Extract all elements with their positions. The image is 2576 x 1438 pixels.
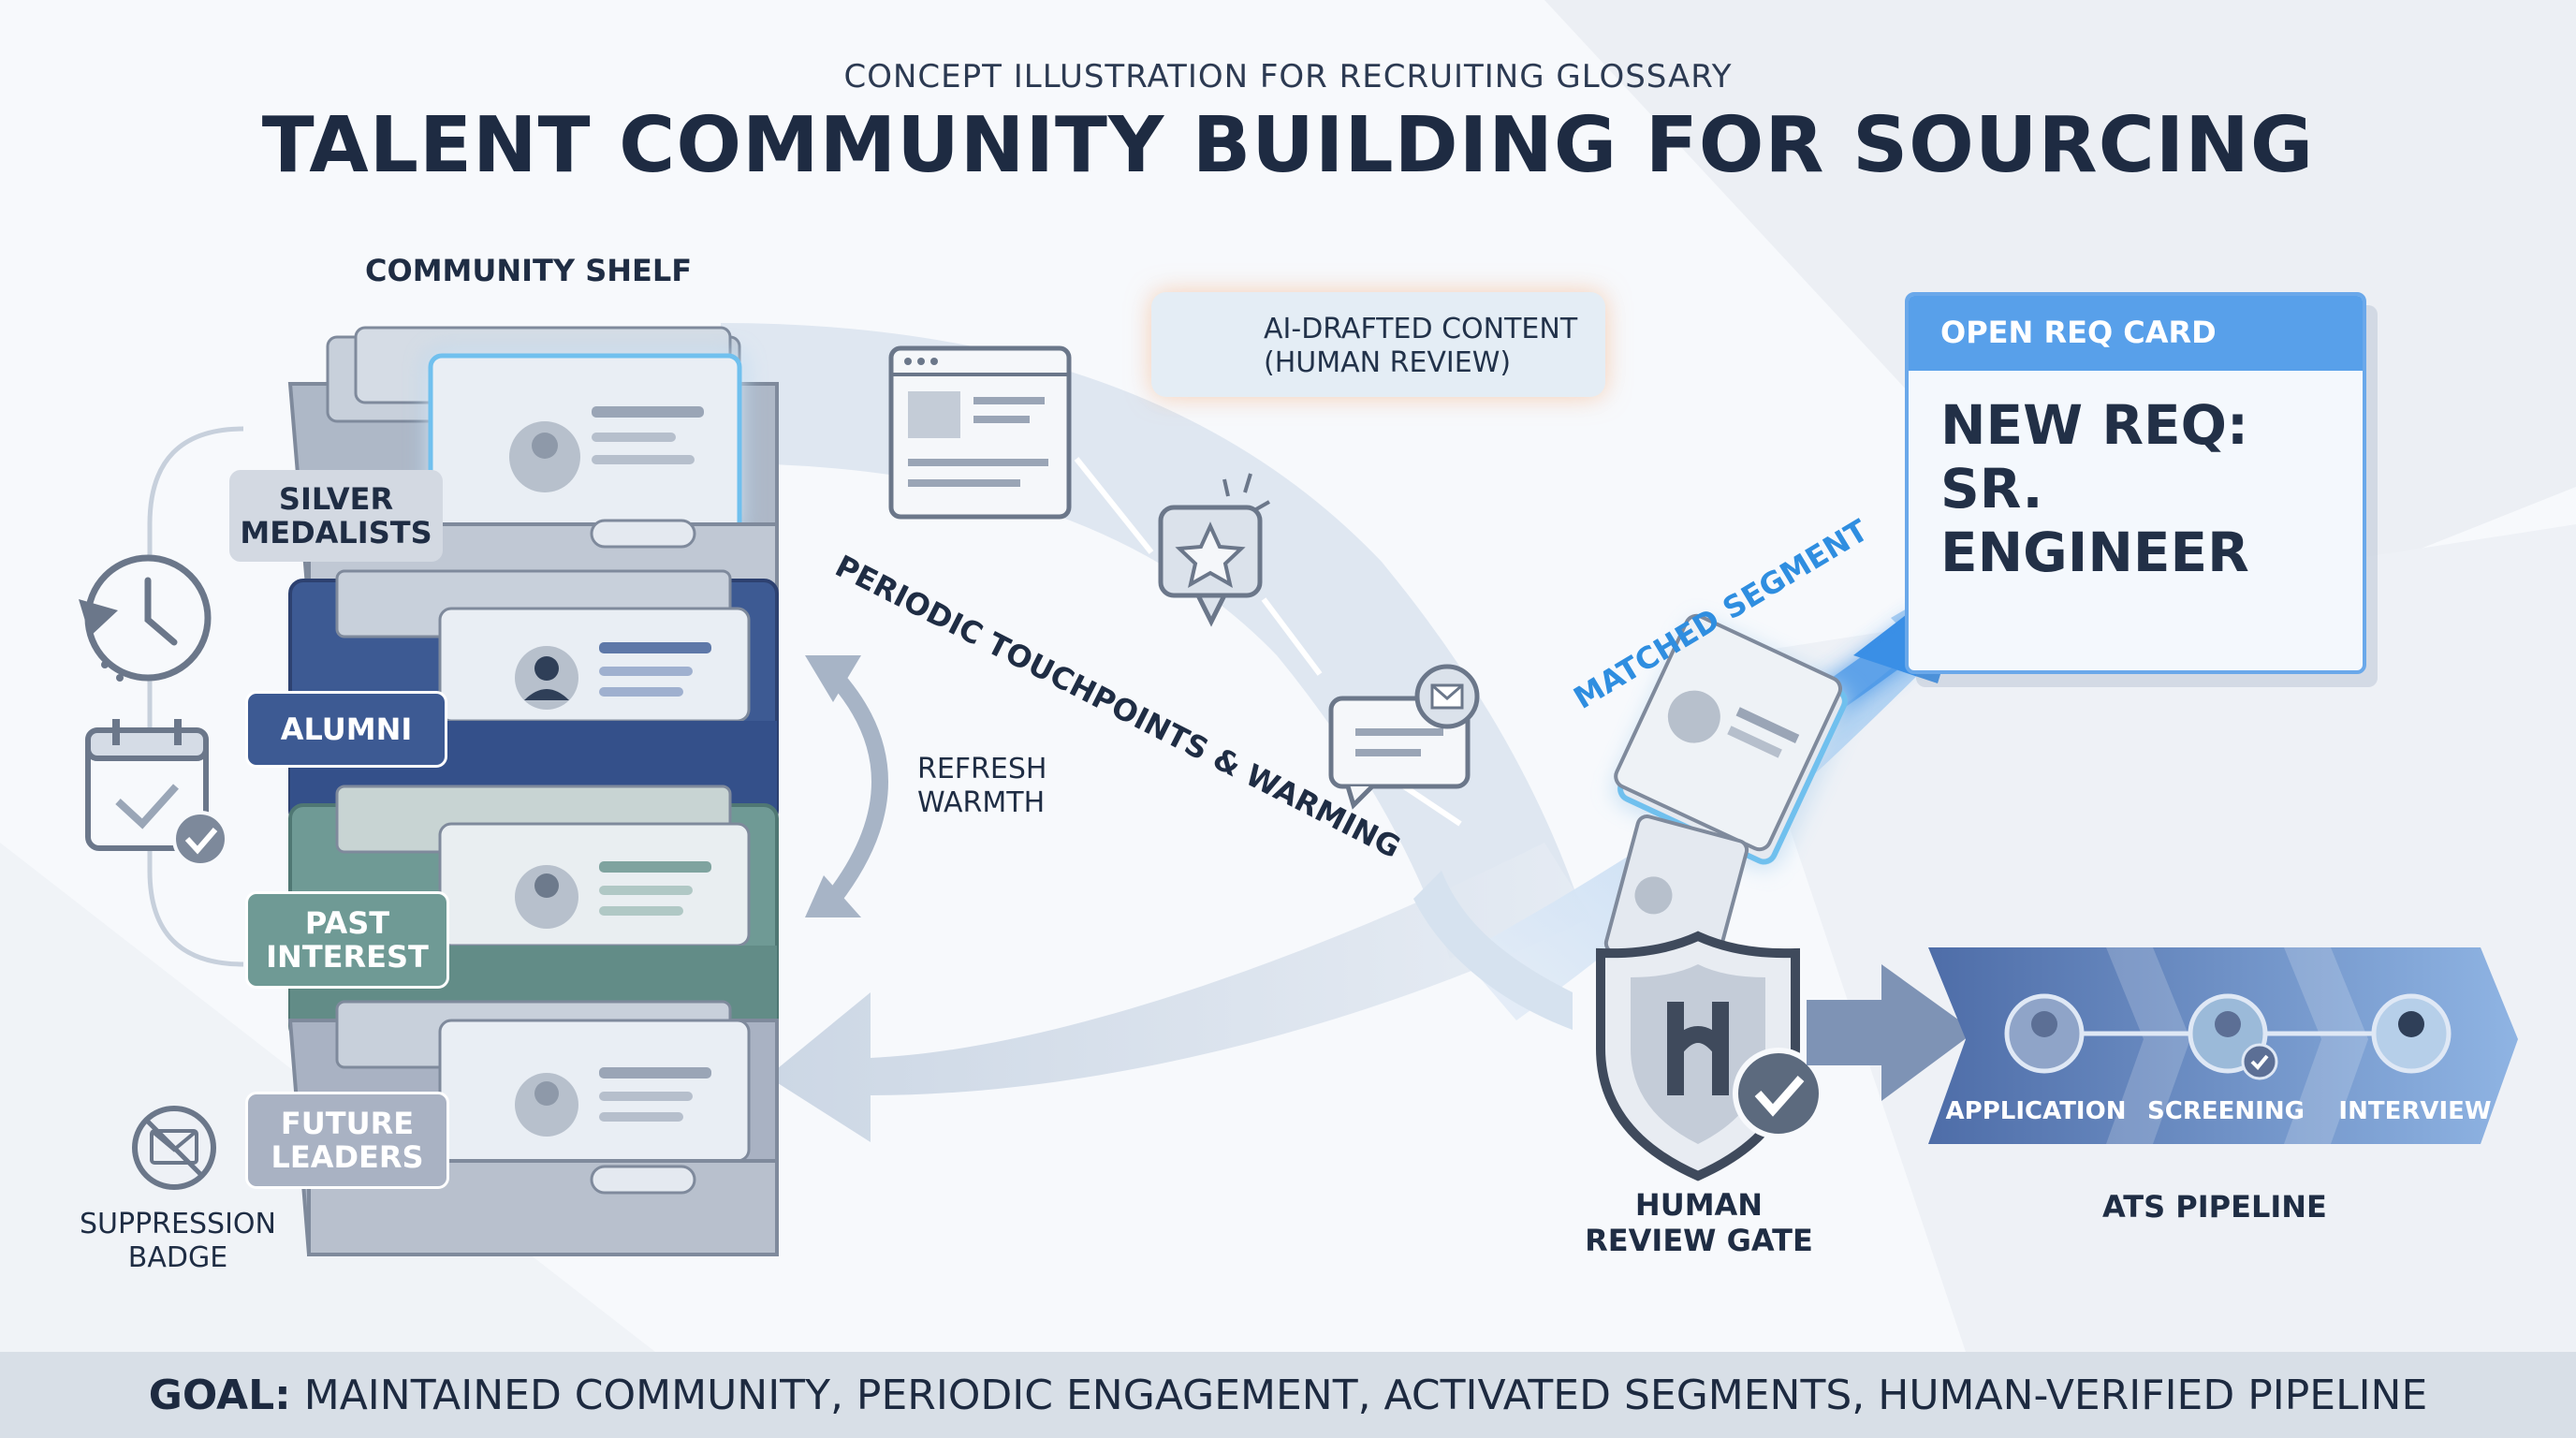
- req-card-header-label: OPEN REQ CARD: [1940, 315, 2217, 350]
- ats-stage-screening: SCREENING: [2147, 1097, 2305, 1125]
- human-review-shield-icon: [1596, 931, 1824, 1181]
- human-review-gate-label: HUMAN REVIEW GATE: [1585, 1187, 1813, 1258]
- goal-prefix: GOAL:: [148, 1371, 291, 1419]
- drawer-label-silver-medalists: SILVER MEDALISTS: [229, 470, 443, 562]
- page-subtitle: CONCEPT ILLUSTRATION FOR RECRUITING GLOS…: [843, 58, 1733, 95]
- matched-card-stack: [1603, 613, 1848, 979]
- ats-pipeline: [1928, 947, 2518, 1144]
- gate-to-ats-arrow: [1807, 964, 1975, 1101]
- star-badge-icon: [1158, 473, 1270, 627]
- refresh-arrow-icon: [805, 655, 888, 917]
- drawer-label-alumni: ALUMNI: [245, 691, 447, 768]
- drawer-label-past-interest: PAST INTEREST: [245, 891, 449, 989]
- drawer-future-leaders: [287, 1000, 779, 1256]
- ai-drafted-content-bubble: AI-DRAFTED CONTENT (HUMAN REVIEW): [1151, 292, 1605, 397]
- shelf-heading: COMMUNITY SHELF: [365, 253, 693, 288]
- community-shelf: [287, 326, 779, 1256]
- suppression-badge-icon: [132, 1106, 216, 1190]
- chat-mail-icon: [1328, 664, 1480, 810]
- drawer-label-future-leaders: FUTURE LEADERS: [245, 1092, 449, 1189]
- page-title: TALENT COMMUNITY BUILDING FOR SOURCING: [261, 101, 2315, 190]
- open-req-card: OPEN REQ CARD NEW REQ: SR. ENGINEER: [1905, 292, 2366, 674]
- goal-bar: GOAL: MAINTAINED COMMUNITY, PERIODIC ENG…: [0, 1352, 2576, 1438]
- calendar-check-icon: [85, 719, 228, 867]
- refresh-warmth-label: REFRESH WARMTH: [917, 753, 1047, 819]
- req-card-title: NEW REQ: SR. ENGINEER: [1940, 393, 2249, 584]
- ats-stage-application: APPLICATION: [1945, 1097, 2127, 1125]
- drawer-silver-medalists: [287, 326, 779, 610]
- loop-line: [147, 426, 244, 967]
- ats-stage-interview: INTERVIEW: [2338, 1097, 2492, 1125]
- clock-icon: [79, 554, 212, 682]
- ats-pipeline-label: ATS PIPELINE: [2102, 1189, 2327, 1225]
- req-card-header: [1909, 296, 2363, 371]
- web-page-icon: [888, 345, 1072, 520]
- goal-text: MAINTAINED COMMUNITY, PERIODIC ENGAGEMEN…: [290, 1371, 2428, 1419]
- goal-statement: GOAL: MAINTAINED COMMUNITY, PERIODIC ENG…: [149, 1372, 2428, 1419]
- ai-drafted-content-label: AI-DRAFTED CONTENT (HUMAN REVIEW): [1264, 313, 1578, 379]
- suppression-badge-label: SUPPRESSION BADGE: [80, 1208, 276, 1274]
